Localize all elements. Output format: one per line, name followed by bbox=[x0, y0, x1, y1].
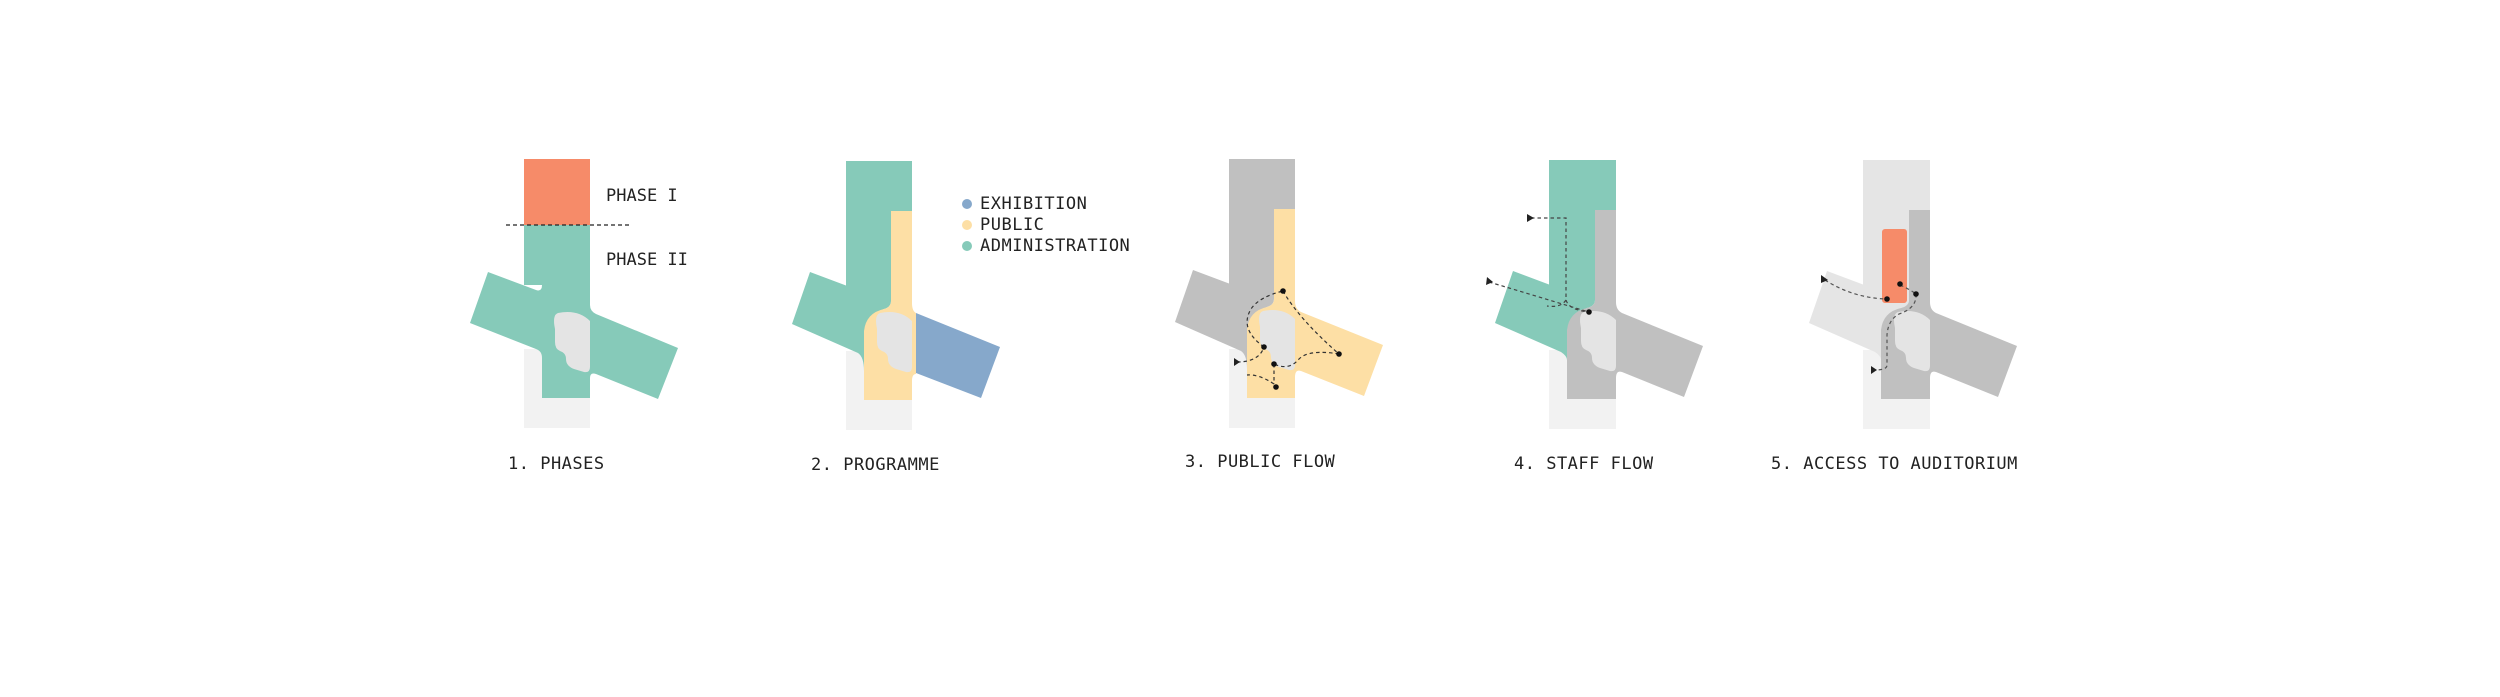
diagram-access-auditorium bbox=[1809, 160, 2017, 429]
exhibition-zone bbox=[916, 313, 1000, 398]
access-arrow-icon bbox=[1871, 366, 1877, 374]
caption-phases: 1. PHASES bbox=[508, 454, 605, 474]
caption-public-flow: 3. PUBLIC FLOW bbox=[1185, 452, 1336, 472]
staff-entry-arrow-icon bbox=[1527, 214, 1534, 222]
legend-label: ADMINISTRATION bbox=[980, 235, 1131, 256]
legend-label: EXHIBITION bbox=[980, 193, 1088, 214]
public-dot-icon bbox=[962, 219, 972, 230]
phase-one-volume bbox=[524, 159, 590, 225]
auditorium-core bbox=[1259, 310, 1295, 371]
auditorium-core bbox=[1580, 311, 1616, 372]
legend-label: PUBLIC bbox=[980, 214, 1045, 235]
legend-item-administration: ADMINISTRATION bbox=[962, 235, 1130, 256]
caption-programme: 2. PROGRAMME bbox=[811, 455, 940, 475]
diagram-staff-flow bbox=[1486, 160, 1703, 429]
legend-item-exhibition: EXHIBITION bbox=[962, 193, 1130, 214]
diagram-phases bbox=[470, 159, 678, 428]
non-public-bar bbox=[1229, 159, 1274, 289]
access-arrow-icon bbox=[1821, 275, 1828, 283]
phase-two-volume bbox=[470, 225, 678, 399]
caption-access-auditorium: 5. ACCESS TO AUDITORIUM bbox=[1771, 454, 2018, 474]
staff-node bbox=[1586, 309, 1592, 315]
caption-staff-flow: 4. STAFF FLOW bbox=[1514, 454, 1654, 474]
phase-two-bar bbox=[524, 225, 590, 285]
administration-dot-icon bbox=[962, 240, 972, 251]
administration-bar bbox=[846, 161, 891, 291]
auditorium-box bbox=[1882, 229, 1907, 303]
auditorium-core bbox=[876, 312, 912, 373]
auditorium-core bbox=[554, 312, 590, 373]
programme-legend: EXHIBITION PUBLIC ADMINISTRATION bbox=[962, 193, 1130, 256]
legend-item-public: PUBLIC bbox=[962, 214, 1130, 235]
staff-flow-paths bbox=[1488, 217, 1590, 313]
diagram-public-flow bbox=[1175, 159, 1383, 428]
public-flow-paths bbox=[1236, 290, 1340, 385]
exhibition-dot-icon bbox=[962, 198, 972, 209]
flow-nodes bbox=[1261, 288, 1342, 390]
access-nodes bbox=[1884, 281, 1919, 302]
auditorium-core bbox=[1894, 311, 1930, 372]
staff-entry-arrow-icon bbox=[1486, 277, 1493, 285]
staff-bar bbox=[1549, 160, 1595, 290]
entry-arrow-icon bbox=[1234, 358, 1240, 366]
diagram-programme bbox=[792, 161, 1000, 430]
phase-two-label: PHASE II bbox=[606, 250, 688, 270]
phase-one-label: PHASE I bbox=[606, 186, 678, 206]
